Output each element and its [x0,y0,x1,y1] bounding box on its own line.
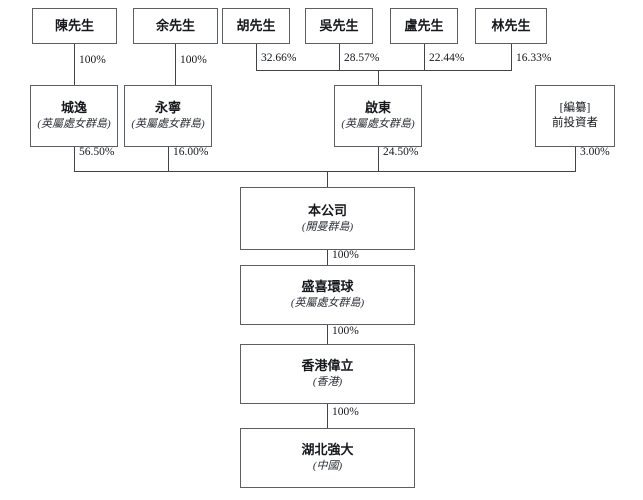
node-shengxi-jurisdiction: (英屬處女群島) [290,297,365,310]
node-yongning: 永寧 (英屬處女群島) [124,85,212,147]
connector-lin-drop [511,44,512,70]
node-lin-label: 林先生 [491,17,531,33]
node-pre-investor-tag: [編纂] [559,102,591,115]
node-hkweili: 香港偉立 (香港) [240,344,415,404]
node-hu: 胡先生 [222,8,290,44]
pct-chengyi-company: 56.50% [79,146,115,158]
node-qidong-label: 啟東 [364,100,391,116]
node-chengyi-jurisdiction: (英屬處女群島) [37,118,111,131]
pct-lu-qidong: 22.44% [429,52,465,64]
node-hu-label: 胡先生 [236,17,276,33]
node-shengxi-label: 盛喜環球 [301,279,354,295]
node-qidong-jurisdiction: (英屬處女群島) [341,118,415,131]
connector-chengyi-drop [74,147,75,171]
node-wu: 吳先生 [305,8,373,44]
node-chen-label: 陳先生 [54,17,94,33]
node-hubeiqiangda-label: 湖北強大 [301,442,354,458]
node-lu-label: 盧先生 [404,17,444,33]
node-yongning-label: 永寧 [154,100,181,116]
pct-chen-chengyi: 100% [79,54,106,66]
connector-wu-drop [339,44,340,70]
node-chengyi-label: 城逸 [60,100,87,116]
node-hubeiqiangda-jurisdiction: (中國) [312,460,343,473]
node-chen: 陳先生 [32,8,117,44]
node-lu: 盧先生 [390,8,458,44]
pct-hu-qidong: 32.66% [261,52,297,64]
node-chengyi: 城逸 (英屬處女群島) [30,85,118,147]
node-pre-investor-label: 前投資者 [552,116,598,129]
connector-shengxi-hkweili [327,325,328,344]
node-shengxi: 盛喜環球 (英屬處女群島) [240,265,415,325]
node-hkweili-jurisdiction: (香港) [312,376,343,389]
node-pre-investor: [編纂] 前投資者 [535,85,615,147]
connector-investor-drop [575,147,576,171]
pct-hkweili-hubeiqiangda: 100% [332,406,359,418]
connector-company-shengxi [327,250,328,265]
node-company: 本公司 (開曼群島) [240,187,415,250]
connector-company-stem [327,171,328,187]
connector-qidong-bus [256,70,512,71]
connector-company-bus [74,171,576,172]
connector-qidong-drop [378,147,379,171]
node-lin: 林先生 [475,8,547,44]
pct-wu-qidong: 28.57% [344,52,380,64]
connector-yongning-drop [168,147,169,171]
node-yu: 余先生 [133,8,218,44]
pct-yongning-company: 16.00% [173,146,209,158]
connector-qidong-stem [378,70,379,85]
connector-chen-chengyi [74,44,75,85]
node-yu-label: 余先生 [155,17,195,33]
connector-hu-drop [256,44,257,70]
node-wu-label: 吳先生 [319,17,359,33]
connector-lu-drop [424,44,425,70]
pct-shengxi-hkweili: 100% [332,325,359,337]
pct-lin-qidong: 16.33% [516,52,552,64]
node-qidong: 啟東 (英屬處女群島) [334,85,422,147]
node-yongning-jurisdiction: (英屬處女群島) [131,118,205,131]
pct-yu-yongning: 100% [180,54,207,66]
pct-qidong-company: 24.50% [383,146,419,158]
connector-yu-yongning [175,44,176,85]
node-hkweili-label: 香港偉立 [301,358,354,374]
pct-investor-company: 3.00% [580,146,610,158]
node-company-jurisdiction: (開曼群島) [301,220,354,233]
connector-hkweili-hubeiqiangda [327,404,328,428]
node-hubeiqiangda: 湖北強大 (中國) [240,428,415,488]
node-company-label: 本公司 [307,202,347,218]
pct-company-shengxi: 100% [332,249,359,261]
